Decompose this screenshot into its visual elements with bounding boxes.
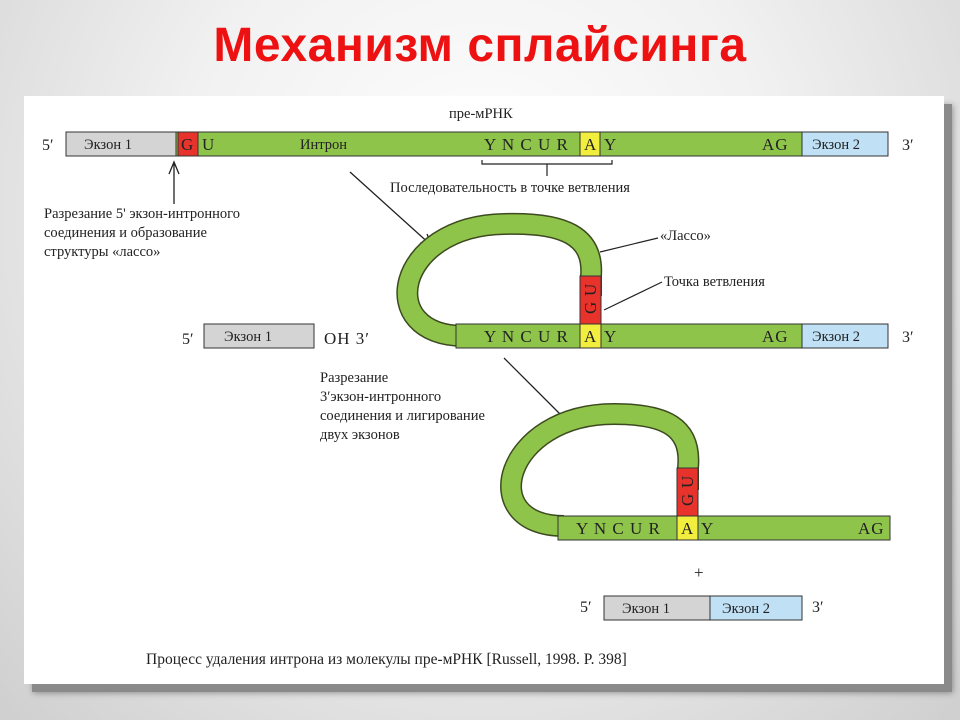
row1-a-letter: A — [584, 135, 597, 154]
row1-ag-label: AG — [762, 135, 789, 154]
row2-ag-label: AG — [762, 327, 789, 346]
row2-exon2-label: Экзон 2 — [812, 329, 860, 345]
row2-g-letter: G — [581, 301, 600, 314]
branch-seq-label: Последовательность в точке ветвления — [390, 180, 630, 196]
row2-exon1-label: Экзон 1 — [224, 329, 272, 345]
lasso-label: «Лассо» — [660, 228, 711, 244]
row2-three-prime: 3′ — [902, 329, 914, 346]
row1-intron-box — [175, 131, 803, 157]
row1-seq-prefix: Y N C U R — [484, 135, 569, 154]
branch-point-label: Точка ветвления — [664, 274, 765, 290]
row4-five-prime: 5′ — [580, 599, 592, 616]
row1-g-letter: G — [181, 135, 194, 154]
row2-exon2-box — [801, 323, 889, 349]
row2-a-box — [579, 323, 602, 349]
row1-g-box — [177, 131, 199, 157]
row4-exon1-label: Экзон 1 — [622, 601, 670, 617]
step2-text: Разрезание 3′экзон-интронного соединения… — [320, 370, 489, 443]
row1-exon2-label: Экзон 2 — [812, 137, 860, 153]
row2-intron-box — [455, 323, 803, 349]
step1-line3: структуры «лассо» — [44, 244, 160, 260]
figure-caption: Процесс удаления интрона из молекулы пре… — [146, 651, 627, 668]
row2-a-letter: A — [584, 327, 597, 346]
step1-line1: Разрезание 5' экзон-интронного — [44, 206, 240, 222]
row4-exon2-label: Экзон 2 — [722, 601, 770, 617]
row1-u-letter: U — [202, 135, 215, 154]
row4-exon1-box — [603, 595, 711, 621]
row3-lasso-body — [501, 404, 698, 536]
pre-mrna-label: пре-мРНК — [449, 106, 513, 122]
row3-seq-prefix: Y N C U R — [576, 519, 661, 538]
plus-sign: + — [694, 563, 705, 582]
row2-lasso-body — [397, 214, 601, 346]
row2-u-letter: U — [581, 283, 600, 296]
row3-y-letter: Y — [701, 519, 714, 538]
row1-y-letter: Y — [604, 135, 617, 154]
row2-exon1-box — [203, 323, 315, 349]
lasso-leader — [599, 237, 659, 253]
row2-seq-prefix: Y N C U R — [484, 327, 569, 346]
step2-line3: соединения и лигирование — [320, 408, 485, 424]
row3-a-letter: A — [681, 519, 694, 538]
page-title: Механизм сплайсинга — [213, 19, 747, 72]
row3-intron-box — [557, 515, 891, 541]
row3-u-letter: U — [678, 475, 697, 488]
row4-three-prime: 3′ — [812, 599, 824, 616]
row1-three-prime: 3′ — [902, 137, 914, 154]
row1-exon2-box — [801, 131, 889, 157]
step2-line1: Разрезание — [320, 370, 388, 386]
row3-g-letter: G — [678, 493, 697, 506]
row4-exon2-box — [709, 595, 803, 621]
row2-five-prime: 5′ — [182, 331, 194, 348]
diagram-panel: пре-мРНК 5′ Экзон 1 G U Интрон Y N C U R… — [24, 96, 944, 684]
step2-line2: 3′экзон-интронного — [320, 389, 441, 405]
row3-a-box — [676, 515, 699, 541]
row2-y-letter: Y — [604, 327, 617, 346]
step1-line2: соединения и образование — [44, 225, 207, 241]
row1-exon1-label: Экзон 1 — [84, 137, 132, 153]
step2-line4: двух экзонов — [320, 427, 400, 443]
branch-point-leader — [603, 281, 663, 311]
row3-ag-label: AG — [858, 519, 885, 538]
step1-arrow — [168, 160, 180, 204]
row1-a-box — [579, 131, 601, 157]
branch-seq-bracket — [481, 160, 613, 176]
row1-five-prime: 5′ — [42, 137, 54, 154]
step1-text: Разрезание 5' экзон-интронного соединени… — [44, 206, 244, 260]
row2-oh3-label: OH 3′ — [324, 329, 370, 348]
row1-intron-label: Интрон — [300, 137, 347, 153]
row1-exon1-box — [65, 131, 177, 157]
splicing-diagram: пре-мРНК 5′ Экзон 1 G U Интрон Y N C U R… — [42, 106, 914, 668]
